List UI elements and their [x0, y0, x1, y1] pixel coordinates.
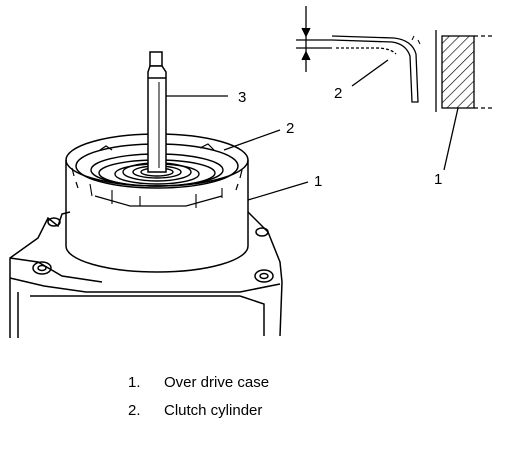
- leader-detail-cylinder: [351, 59, 389, 87]
- callout-main-case: 1: [314, 173, 322, 190]
- transmission-housing: [9, 211, 283, 338]
- legend-item-number: 2.: [128, 402, 141, 419]
- callout-detail-cylinder: 2: [334, 85, 342, 102]
- legend-item: 1. Over drive case: [128, 369, 269, 397]
- callout-detail-case: 1: [434, 171, 442, 188]
- leader-clutch-cylinder: [223, 129, 281, 151]
- legend-item: 2. Clutch cylinder: [128, 397, 269, 425]
- leader-overdrive-case: [247, 181, 309, 201]
- parts-legend: 1. Over drive case 2. Clutch cylinder: [128, 369, 269, 425]
- callout-main-shaft: 3: [238, 89, 246, 106]
- legend-item-number: 1.: [128, 374, 141, 391]
- callout-main-cylinder: 2: [286, 120, 294, 137]
- output-shaft: [147, 51, 167, 173]
- legend-item-text: Clutch cylinder: [164, 402, 263, 419]
- leader-detail-case: [443, 107, 459, 171]
- clutch-cylinder: [90, 143, 224, 207]
- section-detail: [296, 6, 492, 171]
- legend-item-text: Over drive case: [164, 374, 270, 391]
- case-section-hatched: [441, 35, 475, 109]
- cylinder-section: [331, 35, 419, 103]
- leader-lines: [166, 95, 309, 201]
